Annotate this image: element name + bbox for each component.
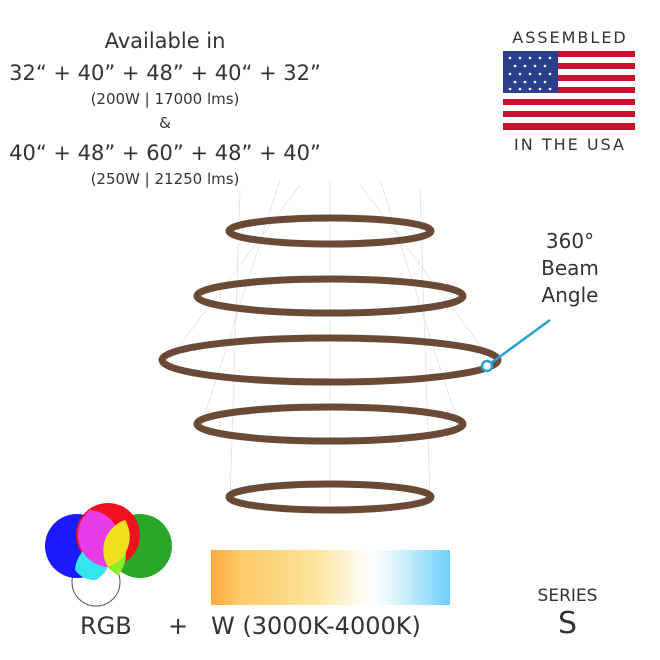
series-value: S <box>557 606 578 641</box>
plus-label: + <box>168 612 189 640</box>
ring-5 <box>225 480 435 514</box>
badge-top-text: ASSEMBLED <box>512 28 628 47</box>
ring-4 <box>193 403 467 445</box>
usa-flag-icon <box>503 51 635 130</box>
badge-bottom-text: IN THE USA <box>514 135 626 154</box>
option1-specs: (200W | 17000 lms) <box>90 90 240 108</box>
beam-callout <box>480 318 551 373</box>
white-label: W (3000K-4000K) <box>211 612 421 640</box>
color-temperature-gradient <box>211 550 450 605</box>
series-label: SERIES <box>537 586 598 606</box>
beam-angle-label: 360° Beam Angle <box>525 228 615 309</box>
availability-block: Available in 32“ + 40” + 48” + 40“ + 32”… <box>0 28 330 196</box>
ring-2 <box>193 275 467 317</box>
option2-sizes: 40“ + 48” + 60” + 48” + 40” <box>9 141 321 165</box>
beam-line-1: 360° <box>545 229 595 253</box>
rings <box>158 214 502 514</box>
beam-line-2: Beam <box>541 256 599 280</box>
rgb-circles-icon <box>45 503 172 607</box>
ring-1 <box>225 214 435 248</box>
availability-heading: Available in <box>104 29 226 53</box>
ring-3 <box>158 334 502 386</box>
rgb-label: RGB <box>80 612 132 640</box>
beam-line-3: Angle <box>541 283 599 307</box>
option1-sizes: 32“ + 40” + 48” + 40“ + 32” <box>9 61 321 85</box>
separator: & <box>159 114 171 132</box>
option2-specs: (250W | 21250 lms) <box>90 170 240 188</box>
